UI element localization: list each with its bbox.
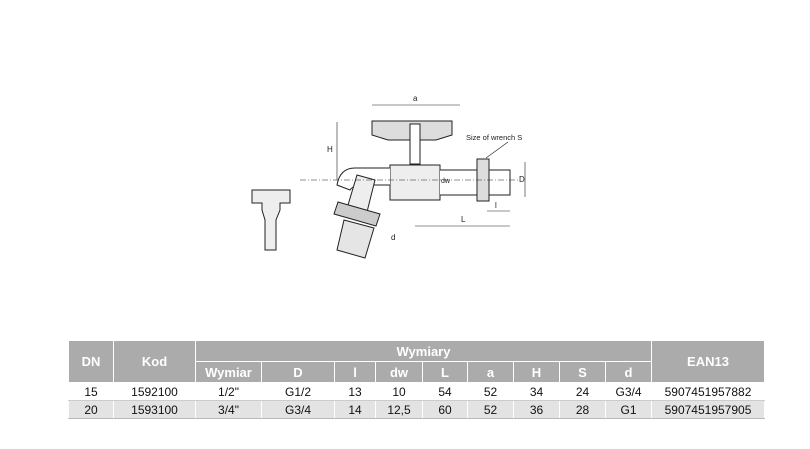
header-d: d [605,361,652,383]
cell: G3/4 [261,400,335,419]
cell: 12,5 [375,400,423,419]
cell: G1/2 [261,382,335,401]
cell: 1592100 [113,382,196,401]
label-d: d [391,233,395,242]
header-kod: Kod [113,340,196,383]
cell: 14 [334,400,376,419]
cell: 52 [467,382,514,401]
cell: 13 [334,382,376,401]
cell: 20 [68,400,114,419]
cell: 24 [559,382,606,401]
valve-technical-drawing: a H Size of wrench S dw D l L d [251,94,526,259]
header-l: l [334,361,376,383]
cell: 60 [422,400,468,419]
cell: 5907451957882 [651,382,765,401]
header-H: H [513,361,560,383]
cell: G1 [605,400,652,419]
cell: 36 [513,400,560,419]
header-L: L [422,361,468,383]
cell: 1593100 [113,400,196,419]
cell: 1/2" [195,382,262,401]
cell: 10 [375,382,423,401]
header-D: D [261,361,335,383]
cell: 34 [513,382,560,401]
cell: G3/4 [605,382,652,401]
label-dw: dw [441,178,451,185]
label-D: D [519,175,525,184]
header-wymiar: Wymiar [195,361,262,383]
cell: 5907451957905 [651,400,765,419]
header-dn: DN [68,340,114,383]
header-ean13: EAN13 [651,340,765,383]
table-row: 20 1593100 3/4" G3/4 14 12,5 60 52 36 28… [68,400,765,419]
cell: 52 [467,400,514,419]
cell: 28 [559,400,606,419]
label-wrench: Size of wrench S [466,133,522,142]
header-S: S [559,361,606,383]
header-wymiary: Wymiary [195,340,652,362]
label-a: a [413,94,418,103]
cell: 3/4" [195,400,262,419]
cell: 15 [68,382,114,401]
label-H: H [327,145,333,154]
label-l: l [495,201,497,210]
header-a: a [467,361,514,383]
label-L: L [461,215,466,224]
specification-table: DN Kod Wymiary EAN13 Wymiar D l dw L a H… [68,340,765,419]
cell: 54 [422,382,468,401]
table-row: 15 1592100 1/2" G1/2 13 10 54 52 34 24 G… [68,382,765,401]
header-dw: dw [375,361,423,383]
